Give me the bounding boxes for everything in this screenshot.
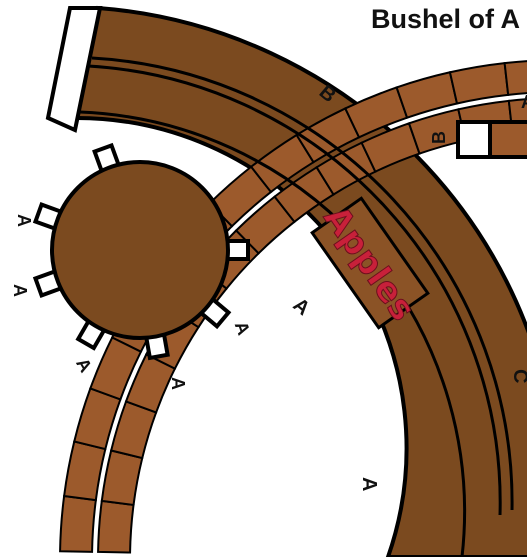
plank-brick — [450, 63, 508, 103]
table-marker-4: A — [168, 377, 188, 390]
plank-brick — [505, 60, 527, 95]
small-piece-cap — [458, 122, 490, 157]
table-marker-1: A — [14, 214, 34, 227]
round-table-piece[interactable] — [35, 145, 248, 357]
marker-c-edge: C — [509, 369, 527, 383]
table-marker-2: A — [10, 284, 30, 297]
table-marker-3: A — [72, 355, 96, 376]
marker-a-inner-mid: A — [289, 294, 314, 320]
piece-title: Bushel of A — [371, 4, 520, 34]
small-straight-piece[interactable] — [458, 122, 527, 157]
plank-brick — [60, 496, 96, 552]
plank-brick — [102, 450, 142, 504]
small-marker-a: A — [521, 92, 527, 112]
table-top — [52, 162, 228, 338]
table-marker-5: A — [231, 319, 254, 338]
small-marker-b: B — [429, 131, 449, 144]
marker-a-inner-low: A — [358, 477, 380, 491]
plank-brick — [64, 441, 105, 500]
plank-brick — [98, 501, 133, 553]
small-piece-body — [490, 122, 527, 157]
